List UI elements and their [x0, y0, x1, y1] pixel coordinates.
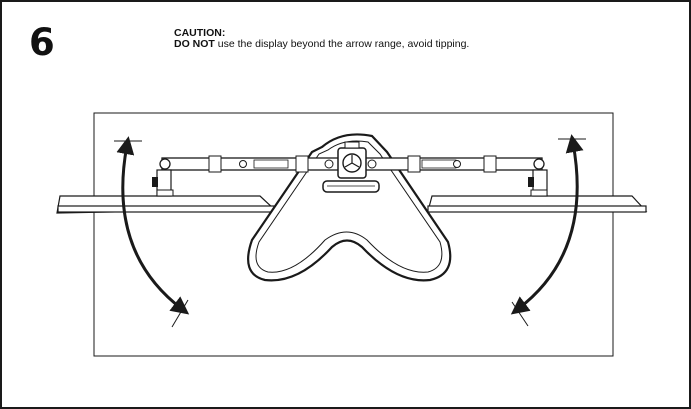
right-monitor [427, 195, 648, 213]
left-mount [152, 169, 174, 197]
center-hub [337, 141, 367, 179]
desk-outline [93, 112, 614, 357]
left-monitor [56, 195, 276, 214]
caution-text: use the display beyond the arrow range, … [214, 38, 470, 50]
right-rotation-arrow [510, 134, 586, 327]
left-rotation-arrow [114, 136, 190, 328]
caution-note: CAUTION: DO NOT use the display beyond t… [174, 28, 469, 50]
stand-handle [322, 180, 380, 193]
right-mount [528, 169, 548, 197]
caution-title: CAUTION: [174, 27, 226, 39]
caution-emphasis: DO NOT [174, 38, 215, 50]
step-number: 6 [29, 21, 55, 64]
